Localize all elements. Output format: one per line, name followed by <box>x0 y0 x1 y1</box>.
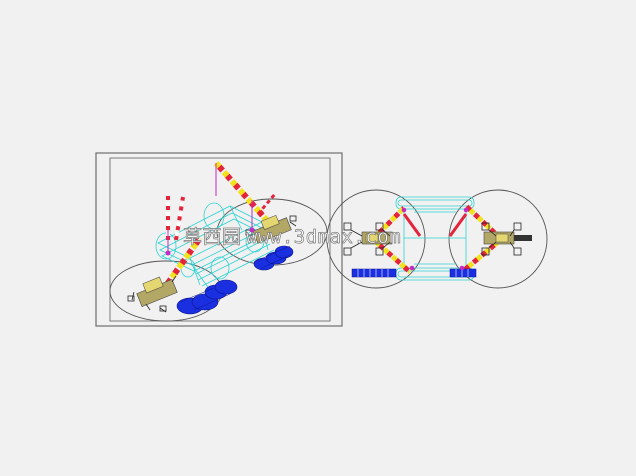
inner-frame <box>109 157 331 322</box>
plan-view <box>326 189 548 289</box>
plan-load-wireframe <box>395 196 475 281</box>
swing-circle-plan-right <box>448 189 548 289</box>
plan-crane-bodies <box>361 231 532 245</box>
plan-hook-points <box>401 207 469 271</box>
perspective-view <box>95 152 343 327</box>
watermark-url: www.3dmax.com <box>246 226 401 248</box>
hook-lines <box>165 200 255 256</box>
watermark-cn: 草西园 <box>183 226 242 248</box>
crawler-tracks <box>176 245 294 315</box>
crane-left <box>127 196 203 313</box>
crane-right <box>213 161 297 244</box>
watermark: 草西园 www.3dmax.com <box>183 226 401 249</box>
outer-frame <box>95 152 343 327</box>
swing-circle-plan-left <box>326 189 426 289</box>
plan-booms <box>374 204 500 274</box>
plan-outriggers <box>343 222 522 256</box>
